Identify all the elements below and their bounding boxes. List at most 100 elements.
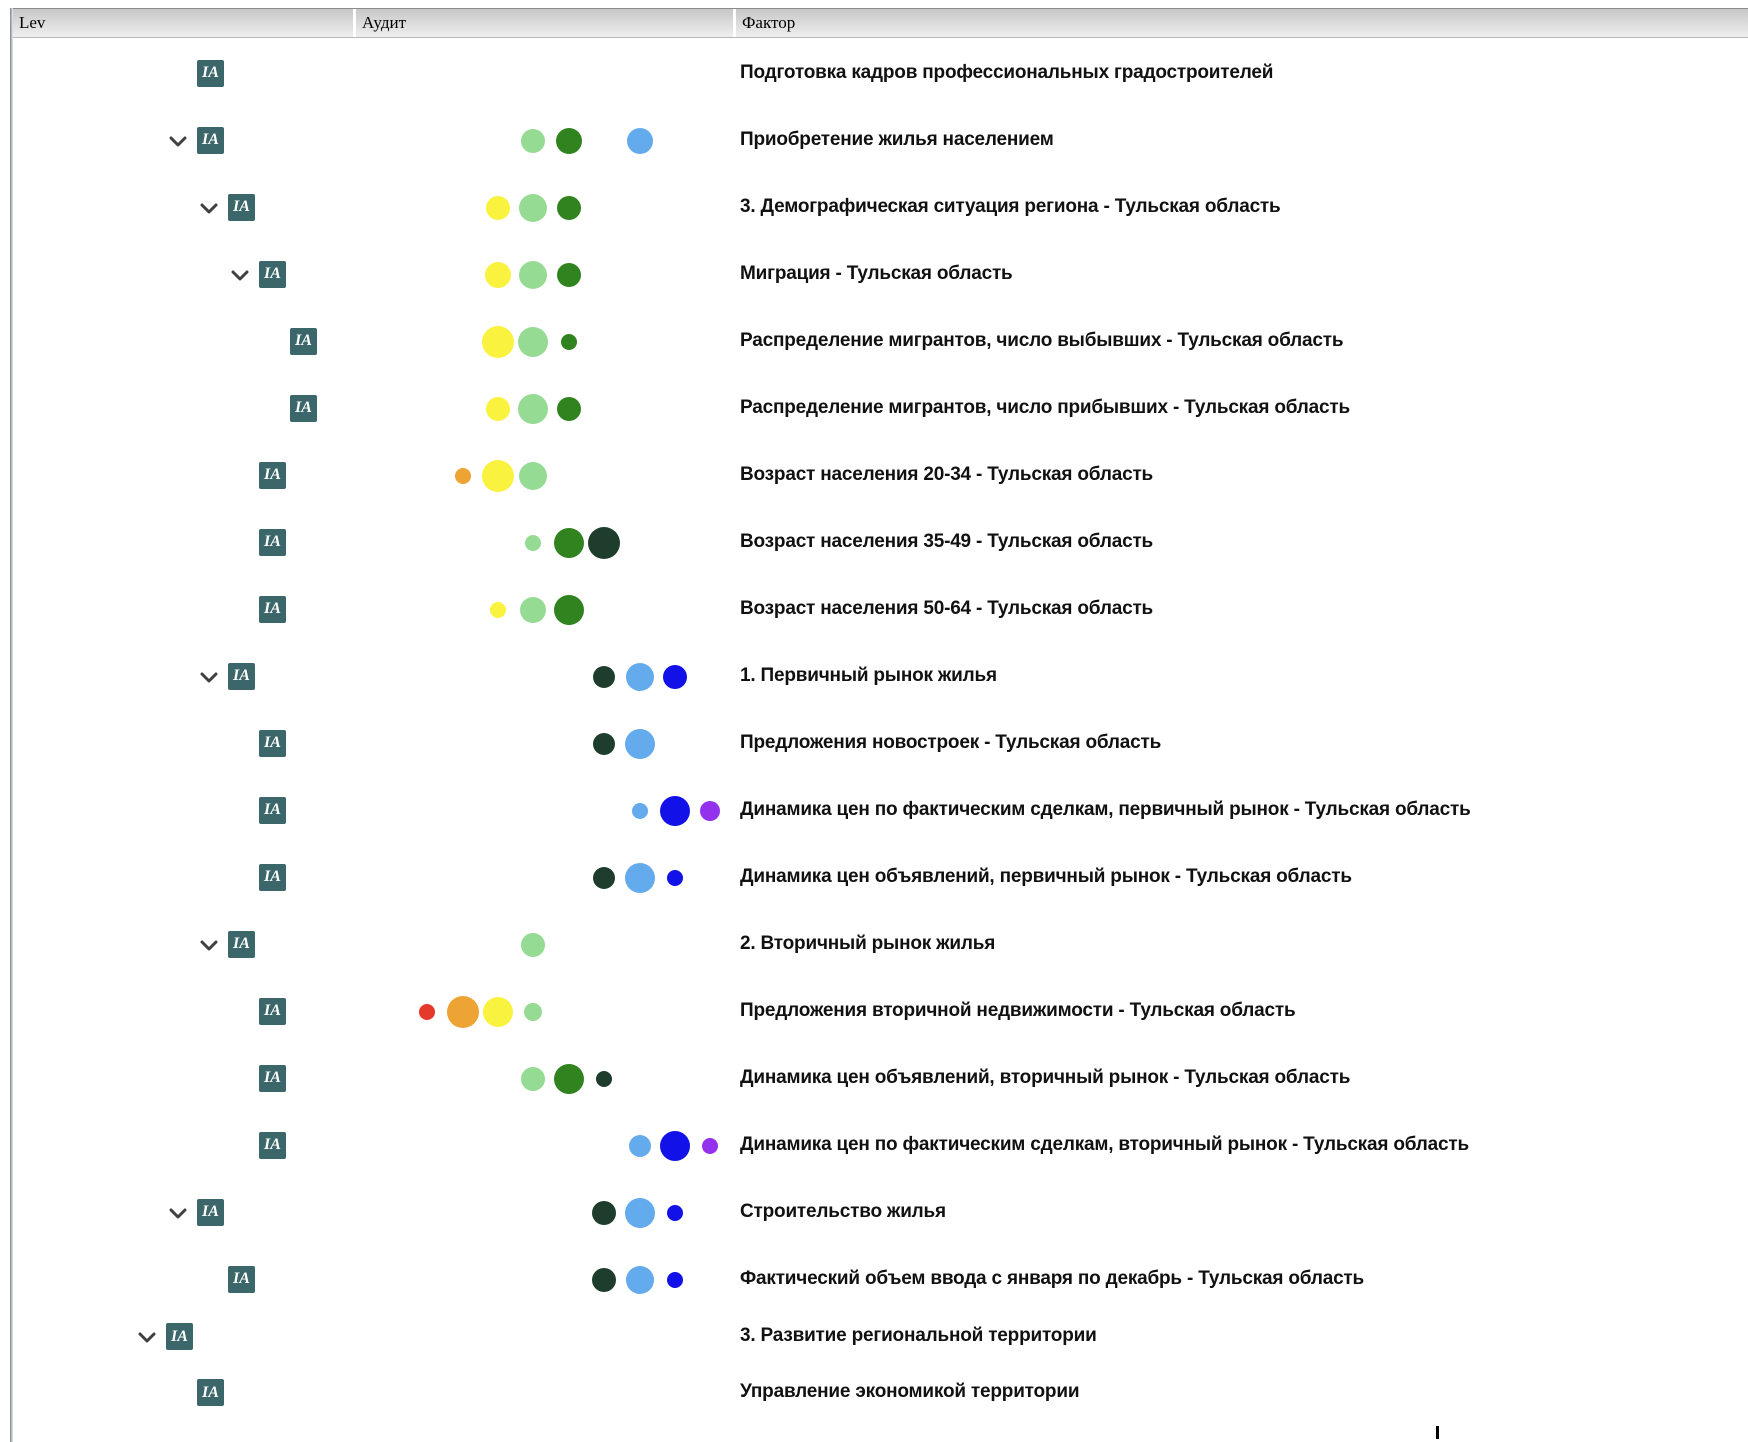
- ia-audit-badge[interactable]: IA: [228, 193, 255, 221]
- factor-label: Приобретение жилья населением: [740, 128, 1054, 150]
- column-separator[interactable]: [353, 9, 356, 37]
- ia-audit-badge[interactable]: IA: [259, 796, 286, 824]
- ia-audit-badge[interactable]: IA: [228, 930, 255, 958]
- audit-dot-orange: [447, 995, 479, 1028]
- ia-audit-badge[interactable]: IA: [197, 59, 224, 87]
- table-row[interactable]: IA Предложения вторичной недвижимости - Т…: [0, 978, 1748, 1045]
- ia-audit-badge[interactable]: IA: [259, 863, 286, 891]
- factor-label: 3. Развитие региональной территории: [740, 1325, 1097, 1347]
- audit-dot-yellow: [482, 325, 514, 358]
- chevron-down-icon[interactable]: [200, 940, 218, 951]
- audit-dot-lightblue: [632, 802, 648, 819]
- audit-dot-darkgreen: [593, 732, 615, 755]
- audit-dot-purple: [700, 800, 720, 821]
- audit-dot-darkblue: [667, 1204, 683, 1221]
- ia-audit-badge[interactable]: IA: [259, 595, 286, 623]
- audit-dot-darkgreen: [593, 866, 615, 889]
- chevron-down-icon[interactable]: [200, 203, 218, 214]
- ia-audit-badge[interactable]: IA: [259, 260, 286, 288]
- ia-audit-badge[interactable]: IA: [259, 528, 286, 556]
- table-row[interactable]: IA Возраст населения 20-34 - Тульская обл…: [0, 442, 1748, 509]
- ia-audit-badge[interactable]: IA: [259, 1064, 286, 1092]
- factor-label: Подготовка кадров профессиональных градо…: [740, 61, 1274, 83]
- chevron-down-icon[interactable]: [138, 1332, 156, 1343]
- ia-audit-badge[interactable]: IA: [166, 1323, 193, 1350]
- factor-label: Распределение мигрантов, число прибывших…: [740, 396, 1350, 418]
- factor-label: Динамика цен объявлений, первичный рынок…: [740, 865, 1352, 887]
- table-row[interactable]: IA Распределение мигрантов, число прибывш…: [0, 375, 1748, 442]
- audit-dot-lightgreen: [524, 1002, 542, 1021]
- chevron-down-icon[interactable]: [231, 270, 249, 281]
- audit-dot-yellow: [486, 195, 510, 220]
- column-header-audit[interactable]: Аудит: [356, 9, 733, 37]
- ia-audit-badge[interactable]: IA: [259, 997, 286, 1025]
- text-cursor-artifact: [1436, 1426, 1439, 1439]
- audit-dot-darkblue: [667, 1271, 683, 1288]
- audit-dot-green: [556, 127, 582, 154]
- audit-dot-yellow: [486, 396, 510, 421]
- ia-audit-badge[interactable]: IA: [259, 729, 286, 757]
- table-header: Lev Аудит Фактор: [13, 8, 1748, 38]
- column-header-factor[interactable]: Фактор: [736, 9, 1748, 37]
- ia-audit-badge[interactable]: IA: [228, 662, 255, 690]
- audit-dot-green: [554, 527, 584, 558]
- ia-audit-badge[interactable]: IA: [197, 1379, 224, 1406]
- factor-label: Возраст населения 20-34 - Тульская облас…: [740, 463, 1154, 485]
- chevron-down-icon[interactable]: [169, 136, 187, 147]
- table-row[interactable]: IA 1. Первичный рынок жилья: [0, 643, 1748, 710]
- table-row[interactable]: IA Динамика цен по фактическим сделкам, в…: [0, 1112, 1748, 1179]
- table-row[interactable]: IA Динамика цен объявлений, первичный рын…: [0, 844, 1748, 911]
- table-row[interactable]: IA Приобретение жилья населением: [0, 107, 1748, 174]
- table-row[interactable]: IA 3. Развитие региональной территории: [0, 1309, 1748, 1365]
- factor-label: Миграция - Тульская область: [740, 262, 1013, 284]
- ia-audit-badge[interactable]: IA: [259, 461, 286, 489]
- ia-audit-badge[interactable]: IA: [197, 126, 224, 154]
- ia-audit-badge[interactable]: IA: [197, 1198, 224, 1226]
- audit-dot-yellow: [482, 459, 514, 492]
- audit-dot-green: [557, 396, 581, 421]
- audit-dot-green: [557, 262, 581, 287]
- ia-audit-badge[interactable]: IA: [228, 1265, 255, 1293]
- audit-dot-lightgreen: [521, 1066, 545, 1091]
- ia-audit-badge[interactable]: IA: [290, 327, 317, 355]
- audit-dot-darkgreen: [588, 526, 620, 559]
- column-header-lev[interactable]: Lev: [13, 9, 353, 37]
- audit-dot-orange: [455, 467, 471, 484]
- audit-dot-lightblue: [625, 1197, 655, 1228]
- ia-audit-badge[interactable]: IA: [290, 394, 317, 422]
- audit-dot-darkblue: [660, 795, 690, 826]
- table-row[interactable]: IA Миграция - Тульская область: [0, 241, 1748, 308]
- audit-dot-lightblue: [629, 1134, 651, 1157]
- table-row[interactable]: IA Строительство жилья: [0, 1179, 1748, 1246]
- chevron-down-icon[interactable]: [200, 672, 218, 683]
- audit-dot-purple: [702, 1137, 718, 1154]
- audit-dot-lightgreen: [521, 128, 545, 153]
- factor-label: Строительство жилья: [740, 1200, 946, 1222]
- audit-dot-green: [561, 333, 577, 350]
- left-window-border: [10, 8, 13, 1442]
- column-header-lev-label: Lev: [19, 13, 46, 32]
- table-row[interactable]: IA Подготовка кадров профессиональных гра…: [0, 40, 1748, 107]
- factor-label: Предложения вторичной недвижимости - Тул…: [740, 999, 1296, 1021]
- chevron-down-icon[interactable]: [169, 1208, 187, 1219]
- ia-audit-badge[interactable]: IA: [259, 1131, 286, 1159]
- audit-dot-yellow: [483, 996, 513, 1027]
- audit-dot-lightblue: [626, 662, 654, 691]
- column-separator[interactable]: [733, 9, 736, 37]
- audit-dot-lightgreen: [518, 393, 548, 424]
- audit-dot-green: [554, 594, 584, 625]
- factor-label: Динамика цен по фактическим сделкам, вто…: [740, 1133, 1469, 1155]
- audit-dot-darkblue: [660, 1130, 690, 1161]
- audit-dot-lightgreen: [519, 193, 547, 222]
- factor-label: 1. Первичный рынок жилья: [740, 664, 997, 686]
